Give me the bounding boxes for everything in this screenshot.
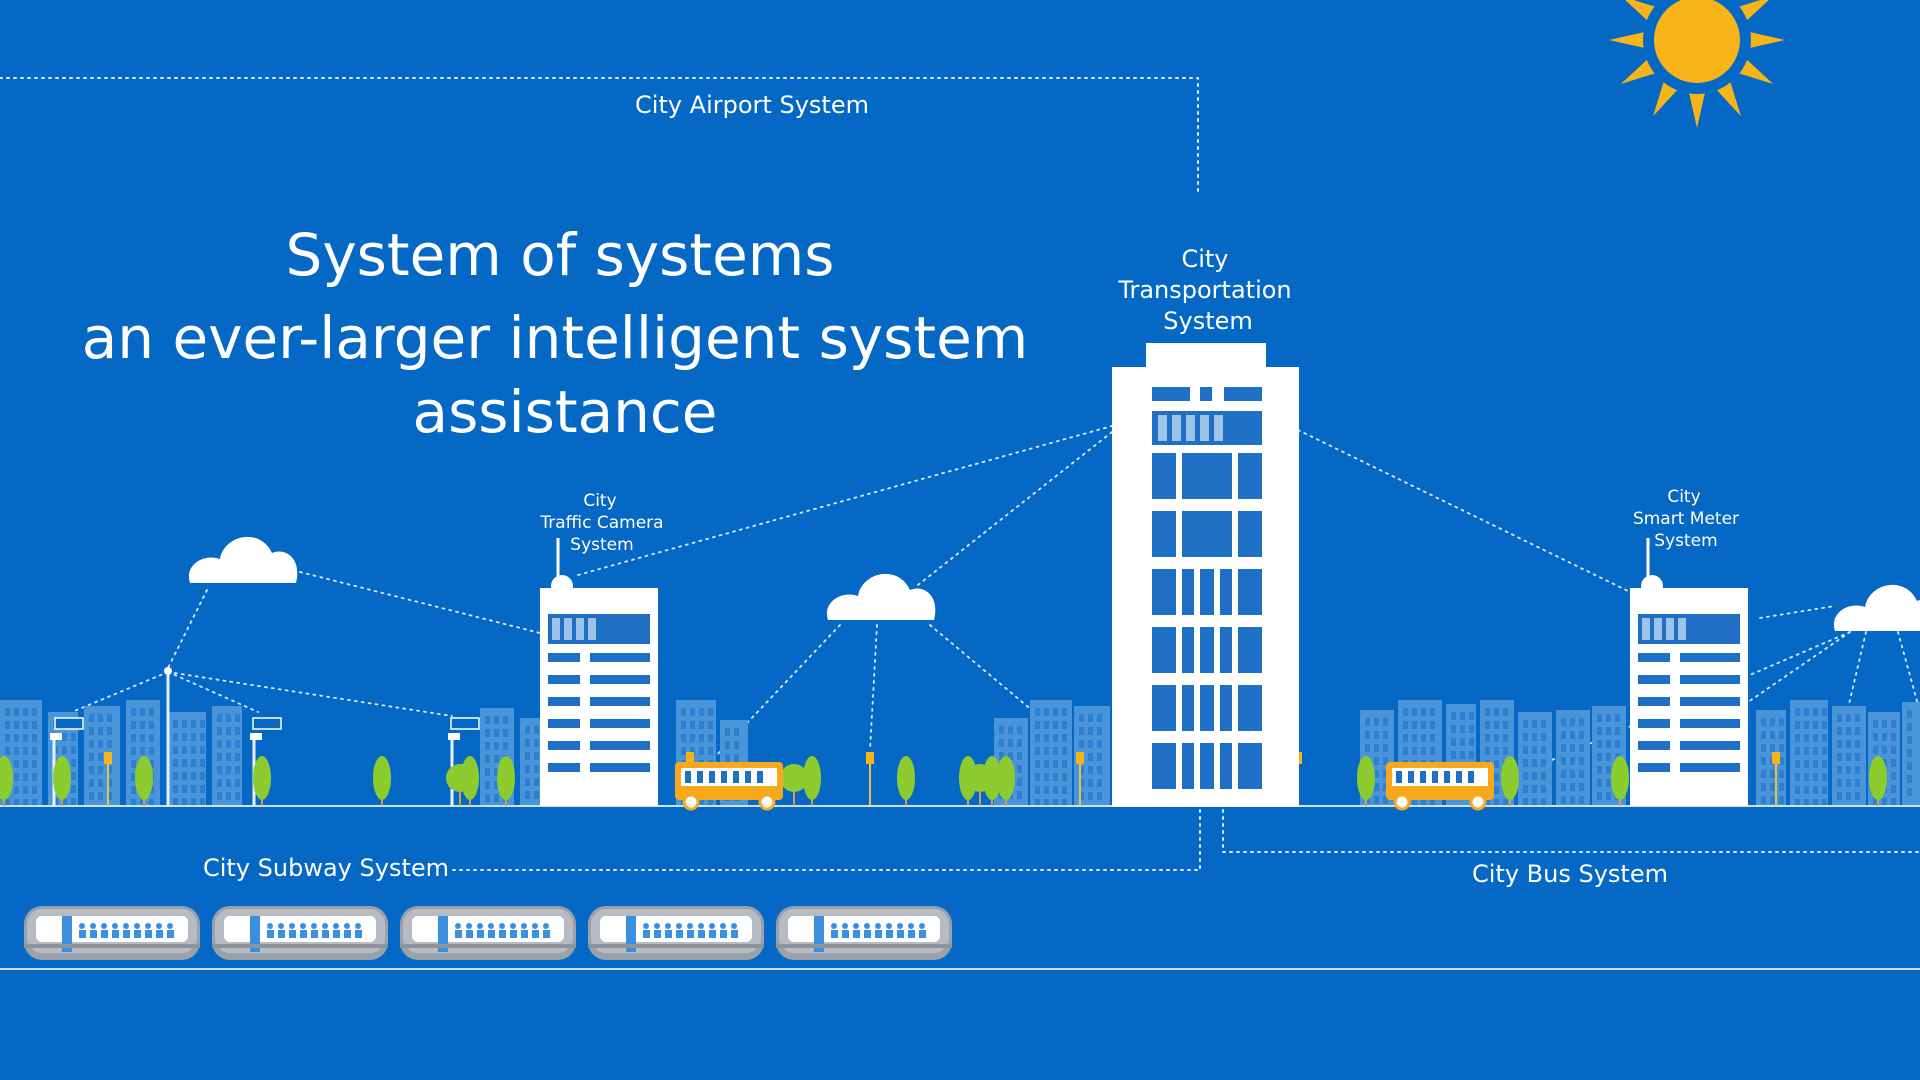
tree-icon [446,764,474,806]
tree-icon [897,756,915,806]
bus-icon [675,762,783,811]
smart-meter-label-line-2: Smart Meter [1633,509,1739,529]
subway-train-icon [776,906,952,960]
tree-icon [1869,756,1887,806]
traffic-camera-label-line-3: System [570,535,633,555]
tree-icon [1611,756,1629,806]
cloud-icon [826,573,936,620]
traffic-camera-building [540,538,658,806]
airport-system-label: City Airport System [635,91,869,119]
tree-icon [0,756,13,806]
cloud-icon [1833,584,1920,631]
subway-trains [24,906,952,960]
traffic-camera-label-line-2: Traffic Camera [539,513,663,533]
headline-line-1: System of systems [286,221,835,289]
traffic-light-icon [1076,752,1084,806]
bus-system-label: City Bus System [1472,860,1668,888]
smart-meter-label-line-3: System [1654,531,1717,551]
subway-system-label: City Subway System [203,854,449,882]
tree-icon [1357,756,1375,806]
tree-icon [253,756,271,806]
tree-icon [803,756,821,806]
subway-train-icon [588,906,764,960]
tree-icon [966,764,994,806]
tree-icon [373,756,391,806]
headline-line-3: assistance [413,378,718,446]
subway-train-icon [24,906,200,960]
tree-icon [997,756,1015,806]
transportation-label-line-2: Transportation [1117,276,1291,304]
transportation-label-line-3: System [1163,307,1253,335]
cloud-icon [188,536,298,583]
headline-line-2: an ever-larger intelligent system [82,304,1029,372]
traffic-light-icon [1772,752,1780,806]
traffic-camera-label-line-1: City [583,491,616,511]
transportation-tower [1112,343,1299,807]
smart-meter-label-line-1: City [1667,487,1700,507]
subway-train-icon [212,906,388,960]
tree-icon [780,764,808,806]
traffic-light-icon [104,752,112,806]
tree-icon [135,756,153,806]
street-lamp-icon [164,667,172,806]
subway-train-icon [400,906,576,960]
smart-meter-building [1630,538,1748,806]
tree-icon [1501,756,1519,806]
tree-icon [497,756,515,806]
bus-icon [1386,762,1494,811]
connector-lines [0,77,1920,871]
sun-icon [1609,0,1785,128]
transportation-label-line-1: City [1181,245,1228,273]
tree-icon [53,756,71,806]
traffic-light-icon [866,752,874,806]
